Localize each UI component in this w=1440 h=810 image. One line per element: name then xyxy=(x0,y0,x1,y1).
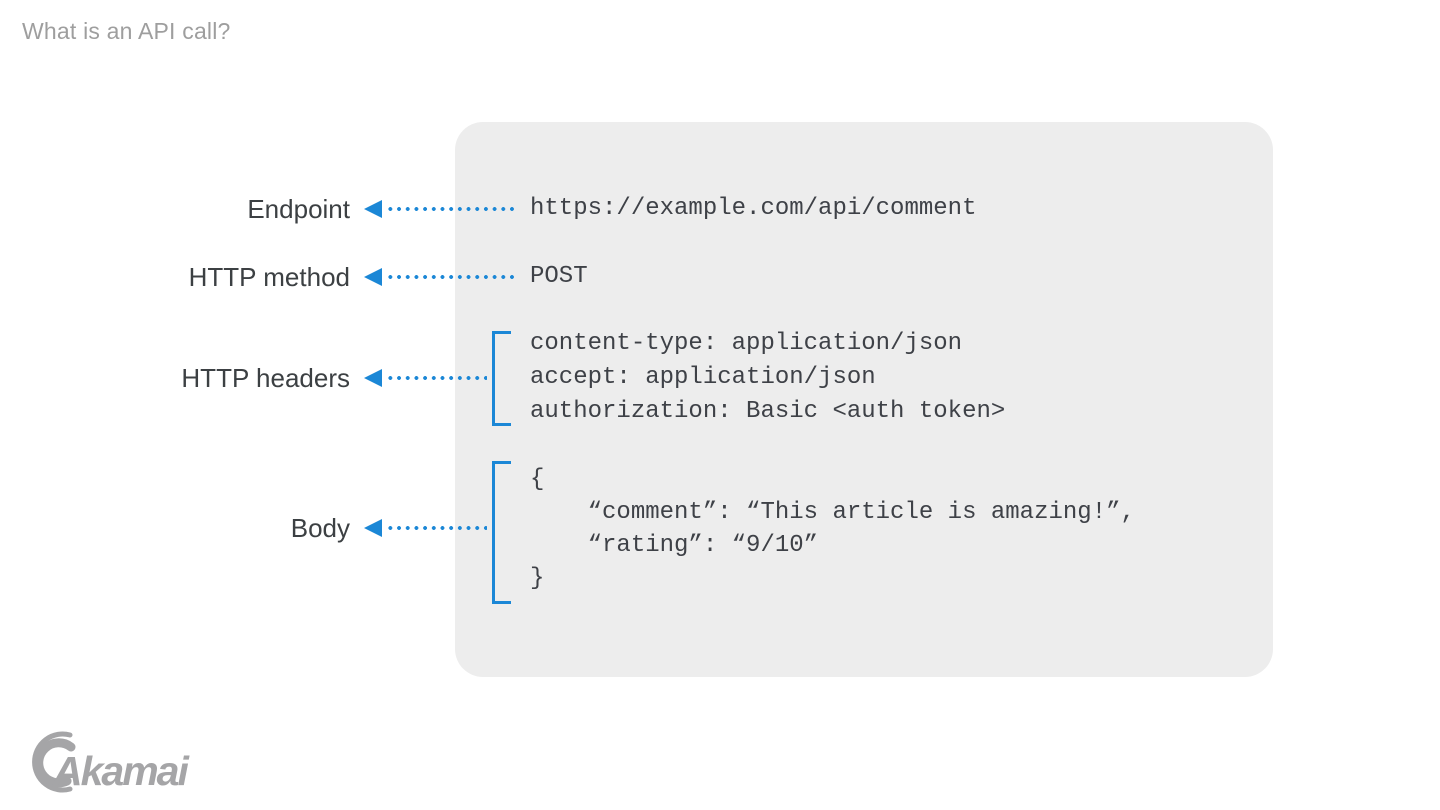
label-endpoint: Endpoint xyxy=(247,194,350,224)
akamai-logo: Akamai xyxy=(24,728,244,800)
arrow-left-icon xyxy=(364,519,382,537)
code-header-line: accept: application/json xyxy=(530,364,876,391)
code-body-line: } xyxy=(530,565,545,592)
code-headers-block: content-type: application/json accept: a… xyxy=(530,327,1005,429)
arrow-left-icon xyxy=(364,200,382,218)
code-body-line: “rating”: “9/10” xyxy=(530,532,819,559)
body-group-bracket xyxy=(492,461,511,604)
arrow-left-icon xyxy=(364,268,382,286)
akamai-wordmark: Akamai xyxy=(53,748,189,794)
dotted-connector-http-headers xyxy=(386,374,487,382)
label-http-headers: HTTP headers xyxy=(181,363,350,393)
code-endpoint-line: https://example.com/api/comment xyxy=(530,195,977,222)
arrow-left-icon xyxy=(364,369,382,387)
dotted-connector-http-method xyxy=(386,273,516,281)
code-header-line: content-type: application/json xyxy=(530,330,963,357)
code-panel xyxy=(455,122,1273,677)
headers-group-bracket xyxy=(492,331,511,426)
label-http-method: HTTP method xyxy=(188,262,350,292)
code-body-line: { xyxy=(530,466,545,493)
page-title: What is an API call? xyxy=(22,18,231,44)
label-body: Body xyxy=(290,513,350,543)
code-header-line: authorization: Basic <auth token> xyxy=(530,398,1006,425)
dotted-connector-endpoint xyxy=(386,205,516,213)
dotted-connector-body xyxy=(386,524,487,532)
akamai-swoosh-icon xyxy=(32,731,76,793)
code-method-block: POST xyxy=(530,260,588,294)
code-body-block: { “comment”: “This article is amazing!”,… xyxy=(530,463,1135,595)
code-body-line: “comment”: “This article is amazing!”, xyxy=(530,499,1135,526)
code-method-line: POST xyxy=(530,263,588,290)
code-endpoint-block: https://example.com/api/comment xyxy=(530,192,976,226)
